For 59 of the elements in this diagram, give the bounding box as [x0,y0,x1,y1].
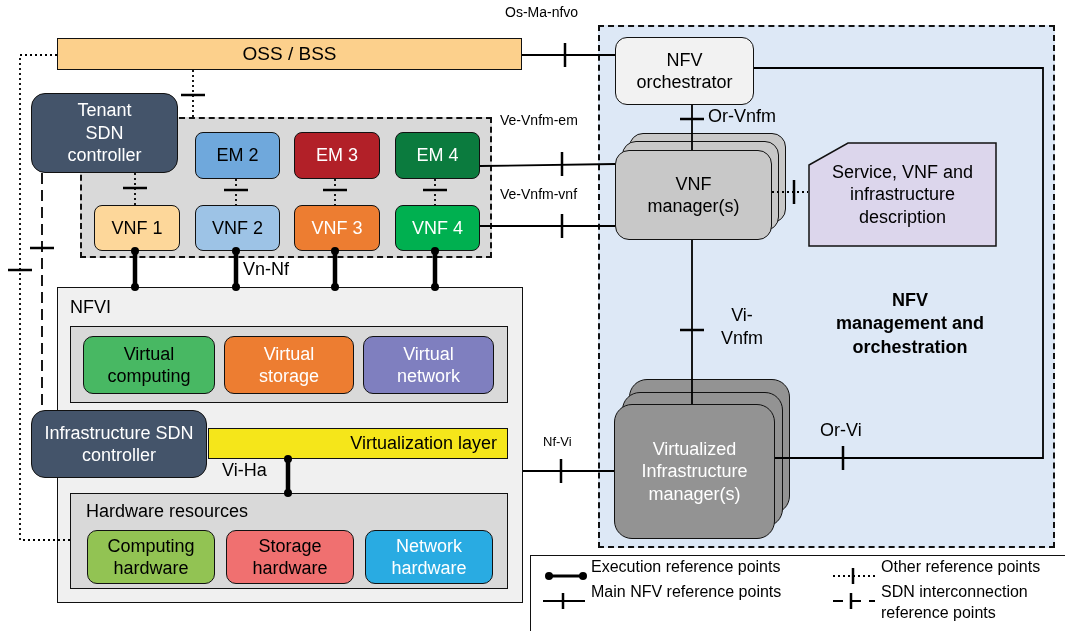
resource-box: Storage hardware [226,530,354,584]
edge-label: Ve-Vnfm-vnf [500,186,578,202]
legend-text: Other reference points [881,557,1041,577]
process-box: NFV orchestrator [615,37,754,105]
element-box: EM 2 [195,132,280,179]
connector-line [691,239,693,405]
edge-label: Vi-Ha [222,460,267,481]
resource-box: Computing hardware [87,530,215,584]
edge-label: Os-Ma-nfvo [505,4,579,20]
connector-line [192,69,194,118]
resource-box: Virtual storage [224,336,354,394]
edge-label: Vn-Nf [243,259,289,280]
execution-line [284,455,292,497]
element-box: EM 3 [294,132,380,179]
connector-line [19,54,71,541]
group-title: NFVI [70,296,111,319]
execution-line [232,247,240,291]
connector-line [691,104,693,151]
resource-box: Virtual network [363,336,494,394]
execution-line [331,247,339,291]
container-box [70,493,508,589]
edge-label: Or-Vnfm [708,106,776,127]
connector-line [334,178,336,206]
controller-box: Tenant SDN controller [31,93,178,173]
controller-box: Infrastructure SDN controller [31,410,207,478]
connector-line [134,172,136,206]
document-shape: Service, VNF and infrastructure description [808,142,997,247]
system-bar: OSS / BSS [57,38,522,70]
region-box [598,25,1055,548]
connector-line [479,225,616,227]
element-box: EM 4 [395,132,480,179]
execution-line [131,247,139,291]
connector-line [479,163,616,167]
resource-box: Network hardware [365,530,493,584]
group-title: NFV management and orchestration [835,289,985,359]
execution-line [431,247,439,291]
resource-box: Virtual computing [83,336,215,394]
stacked-box: Virtualized Infrastructure manager(s) [614,404,775,539]
edge-label: Or-Vi [820,420,862,441]
legend-text: Main NFV reference points [591,582,782,602]
connector-line [434,178,436,206]
resource-group-box [70,326,508,403]
function-box: VNF 3 [294,205,380,251]
group-title: Hardware resources [86,500,249,523]
connector-line [235,178,237,206]
function-box: VNF 1 [94,205,180,251]
edge-label: Ve-Vnfm-em [500,112,578,128]
function-box: VNF 4 [395,205,480,251]
connector-line [753,67,1044,459]
function-box: VNF 2 [195,205,280,251]
stacked-box: VNF manager(s) [615,150,772,240]
layer-bar: Virtualization layer [208,428,508,459]
edge-label: Vi- Vnfm [720,304,764,351]
legend-text: Execution reference points [591,557,781,577]
legend-text: SDN interconnection reference points [881,582,1029,623]
connector-line [522,470,615,472]
connector-line [771,191,809,193]
connector-line [521,54,616,56]
edge-label: Nf-Vi [543,434,572,449]
